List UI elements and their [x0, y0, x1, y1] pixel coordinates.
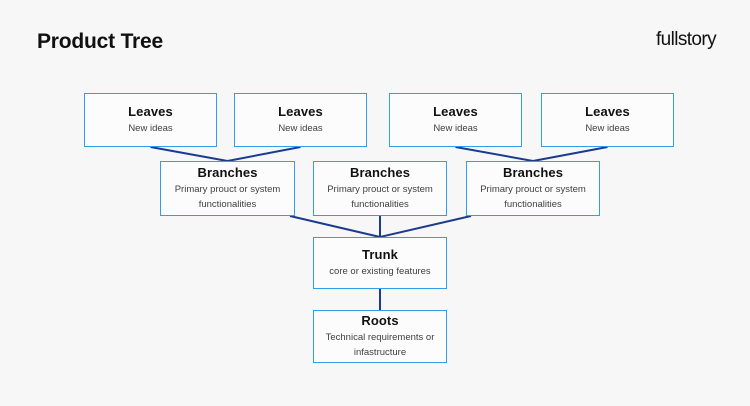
node-roots: Roots Technical requirements or infastru…	[313, 310, 447, 363]
node-title: Leaves	[128, 103, 173, 119]
page-title: Product Tree	[37, 30, 163, 53]
node-leaves-1: Leaves New ideas	[84, 93, 217, 147]
node-subtitle: New ideas	[433, 122, 478, 134]
edge-leaf2-branch1	[227, 146, 301, 162]
node-leaves-2: Leaves New ideas	[234, 93, 367, 147]
node-leaves-4: Leaves New ideas	[541, 93, 674, 147]
edge-branch3-trunk	[379, 215, 472, 238]
node-title: Branches	[502, 164, 564, 180]
edge-leaf1-branch1	[150, 146, 228, 162]
node-branches-1: Branches Primary prouct or system functi…	[160, 161, 295, 216]
edge-branch1-trunk	[289, 215, 381, 238]
node-subtitle: core or existing features	[329, 265, 431, 277]
node-subtitle: New ideas	[128, 122, 173, 134]
edge-leaf3-branch3	[455, 146, 534, 162]
node-subtitle: Primary prouct or system functionalities	[327, 183, 433, 210]
node-trunk: Trunk core or existing features	[313, 237, 447, 289]
node-subtitle: Technical requirements or infastructure	[325, 331, 435, 358]
node-subtitle: New ideas	[278, 122, 323, 134]
edge-leaf4-branch3	[532, 146, 608, 162]
node-title: Leaves	[585, 103, 630, 119]
fullstory-logo: fullstory	[655, 29, 717, 50]
node-leaves-3: Leaves New ideas	[389, 93, 522, 147]
node-title: Leaves	[433, 103, 478, 119]
node-branches-2: Branches Primary prouct or system functi…	[313, 161, 447, 216]
node-title: Trunk	[362, 246, 398, 262]
node-title: Leaves	[278, 103, 323, 119]
node-subtitle: Primary prouct or system functionalities	[174, 183, 281, 210]
node-title: Branches	[349, 164, 411, 180]
node-title: Roots	[361, 312, 399, 328]
node-subtitle: New ideas	[585, 122, 630, 134]
node-title: Branches	[197, 164, 258, 180]
node-branches-3: Branches Primary prouct or system functi…	[466, 161, 600, 216]
node-subtitle: Primary prouct or system functionalities	[480, 183, 586, 210]
